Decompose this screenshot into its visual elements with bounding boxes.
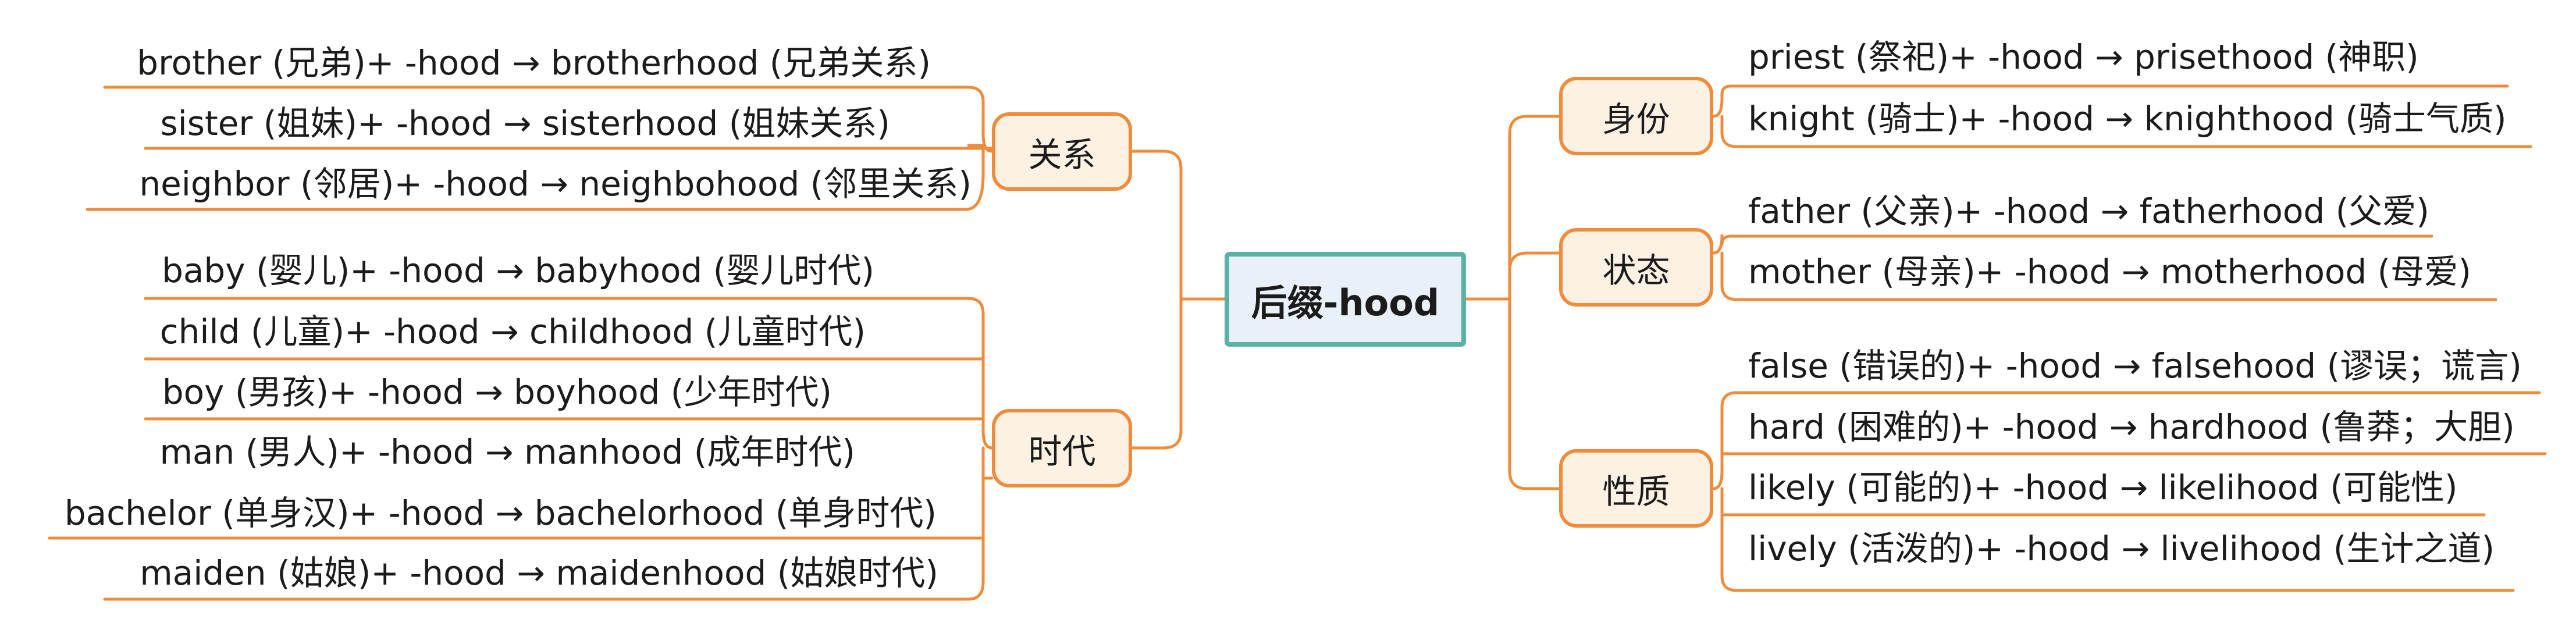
leaf-nature-3[interactable]: likely (可能的)+ -hood → likelihood (可能性) — [1748, 468, 2458, 507]
leaf-relation-2[interactable]: sister (姐妹)+ -hood → sisterhood (姐妹关系) — [160, 104, 890, 143]
root-node[interactable]: 后缀-hood — [1225, 252, 1466, 347]
connector-nature — [1712, 391, 2541, 592]
leaf-relation-1[interactable]: brother (兄弟)+ -hood → brotherhood (兄弟关系) — [137, 43, 931, 83]
branch-relation-label: 关系 — [1028, 134, 1096, 175]
connector-trunk-state — [1508, 251, 1561, 301]
leaf-era-5[interactable]: bachelor (单身汉)+ -hood → bachelorhood (单身… — [64, 493, 937, 533]
connector-state — [1712, 234, 2497, 301]
root-label: 后缀-hood — [1251, 281, 1440, 324]
connector-trunk-identity — [1508, 115, 1561, 301]
branch-nature[interactable]: 性质 — [1559, 449, 1713, 528]
leaf-state-1[interactable]: father (父亲)+ -hood → fatherhood (父爱) — [1748, 191, 2429, 231]
branch-era[interactable]: 时代 — [992, 409, 1132, 487]
leaf-nature-4[interactable]: lively (活泼的)+ -hood → livelihood (生计之道) — [1748, 529, 2495, 568]
connector-trunk-era — [1130, 297, 1183, 450]
leaf-era-4[interactable]: man (男人)+ -hood → manhood (成年时代) — [159, 432, 855, 472]
connector-identity — [1712, 84, 2532, 148]
branch-state-label: 状态 — [1602, 250, 1670, 290]
branch-nature-label: 性质 — [1602, 471, 1670, 511]
branch-identity[interactable]: 身份 — [1559, 77, 1713, 155]
branch-state[interactable]: 状态 — [1559, 228, 1713, 307]
leaf-nature-2[interactable]: hard (困难的)+ -hood → hardhood (鲁莽；大胆) — [1748, 407, 2515, 447]
connector-trunk-nature — [1508, 297, 1561, 490]
leaf-relation-3[interactable]: neighbor (邻居)+ -hood → neighbohood (邻里关系… — [139, 164, 972, 204]
leaf-state-2[interactable]: mother (母亲)+ -hood → motherhood (母爱) — [1748, 252, 2471, 291]
leaf-era-1[interactable]: baby (婴儿)+ -hood → babyhood (婴儿时代) — [162, 251, 874, 290]
leaf-era-2[interactable]: child (儿童)+ -hood → childhood (儿童时代) — [159, 312, 866, 351]
connector-era — [103, 297, 994, 601]
branch-relation[interactable]: 关系 — [992, 112, 1132, 191]
leaf-era-3[interactable]: boy (男孩)+ -hood → boyhood (少年时代) — [162, 372, 832, 412]
branch-identity-label: 身份 — [1602, 99, 1670, 139]
leaf-era-6[interactable]: maiden (姑娘)+ -hood → maidenhood (姑娘时代) — [140, 553, 938, 593]
leaf-identity-2[interactable]: knight (骑士)+ -hood → knighthood (骑士气质) — [1748, 99, 2507, 138]
branch-era-label: 时代 — [1028, 431, 1096, 471]
connector-trunk-relation — [1130, 150, 1183, 301]
leaf-identity-1[interactable]: priest (祭祀)+ -hood → prisethood (神职) — [1748, 37, 2419, 77]
leaf-nature-1[interactable]: false (错误的)+ -hood → falsehood (谬误；谎言) — [1748, 346, 2522, 386]
